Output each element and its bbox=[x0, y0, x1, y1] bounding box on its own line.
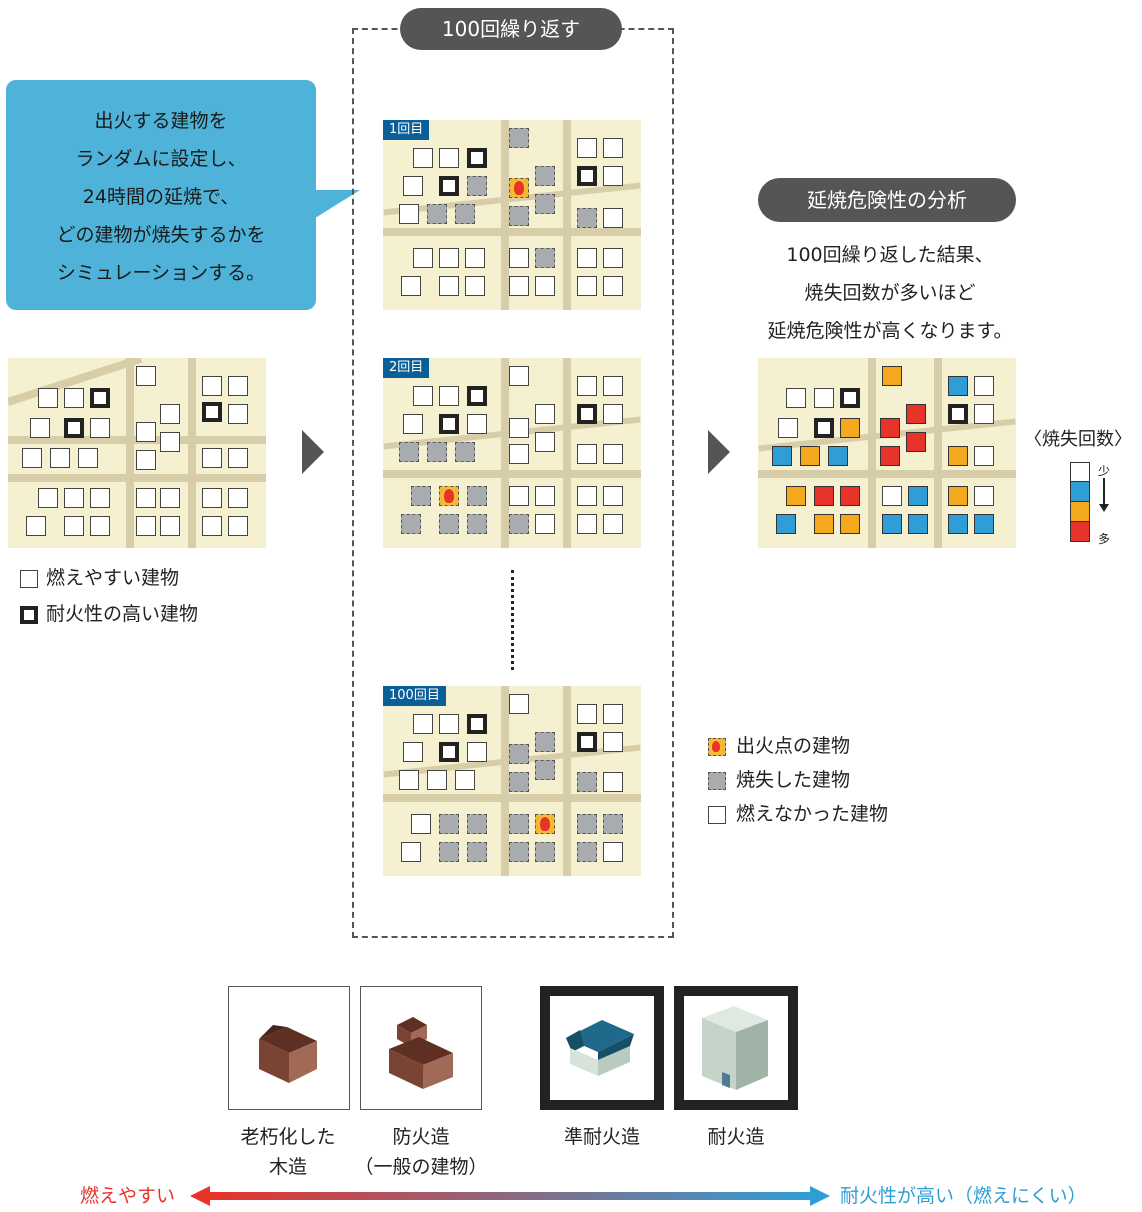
flammable-legend-label: 燃えやすい建物 bbox=[46, 567, 180, 589]
scale-right-label: 耐火性が高い（燃えにくい） bbox=[840, 1185, 1087, 1207]
arrow-right-icon bbox=[810, 1186, 830, 1206]
iteration-map-100: 100回目 bbox=[383, 686, 641, 876]
description-callout: 出火する建物を ランダムに設定し、 24時間の延焼で、 どの建物が焼失するかを … bbox=[6, 80, 316, 310]
building-label-old-wooden: 老朽化した 木造 bbox=[218, 1122, 358, 1182]
building-label-line: 木造 bbox=[268, 1156, 307, 1178]
building-panel-fireproof bbox=[674, 986, 798, 1110]
unburnt-legend-swatch bbox=[708, 806, 726, 824]
arrow-left-icon bbox=[190, 1186, 210, 1206]
analysis-line-2: 焼失回数が多いほど bbox=[804, 282, 976, 304]
result-map bbox=[758, 358, 1016, 548]
count-legend-low: 少 bbox=[1098, 464, 1111, 478]
continuation-dots bbox=[511, 570, 514, 670]
arrow-down-icon bbox=[1099, 504, 1109, 512]
fire-resistance-gradient-bar bbox=[208, 1192, 812, 1200]
building-label-fire-protection: 防火造 （一般の建物） bbox=[346, 1122, 496, 1182]
repeat-pill: 100回繰り返す bbox=[400, 8, 622, 50]
analysis-line-3: 延焼危険性が高くなります。 bbox=[767, 320, 1013, 342]
building-label-semi-fireproof: 準耐火造 bbox=[532, 1122, 672, 1152]
building-label-line: 準耐火造 bbox=[563, 1126, 640, 1148]
callout-line-5: シミュレーションする。 bbox=[56, 262, 266, 284]
unburnt-legend-label: 燃えなかった建物 bbox=[736, 803, 889, 825]
building-label-line: 防火造 bbox=[392, 1126, 450, 1148]
building-label-line: 耐火造 bbox=[707, 1126, 765, 1148]
scale-left-label: 燃えやすい bbox=[80, 1185, 176, 1207]
fireproof-legend-label: 耐火性の高い建物 bbox=[46, 603, 199, 625]
burnt-legend-label: 焼失した建物 bbox=[736, 769, 851, 791]
building-panel-fire-protection bbox=[360, 986, 482, 1110]
fire-protection-house-icon bbox=[389, 1017, 453, 1089]
old-wooden-house-icon bbox=[259, 1025, 317, 1083]
flame-icon bbox=[540, 817, 550, 831]
fireproof-building-icon bbox=[702, 1006, 768, 1090]
flammable-legend-swatch bbox=[20, 570, 38, 588]
iteration-map-2: 2回目 bbox=[383, 358, 641, 548]
callout-line-4: どの建物が焼失するかを bbox=[56, 224, 266, 246]
building-label-fireproof: 耐火造 bbox=[666, 1122, 806, 1152]
iteration-label: 1回目 bbox=[383, 120, 430, 140]
semi-fireproof-building-icon bbox=[566, 1020, 634, 1076]
arrow-right-icon bbox=[708, 430, 730, 474]
callout-line-1: 出火する建物を bbox=[94, 110, 228, 132]
count-legend-scale bbox=[1070, 462, 1090, 542]
count-legend-high: 多 bbox=[1098, 532, 1111, 546]
count-legend-arrow bbox=[1103, 478, 1105, 506]
flame-icon bbox=[514, 181, 524, 195]
count-legend-title: 〈焼失回数〉 bbox=[1024, 429, 1132, 450]
burnt-legend-swatch bbox=[708, 772, 726, 790]
flame-icon bbox=[712, 741, 720, 752]
callout-line-2: ランダムに設定し、 bbox=[75, 148, 247, 170]
callout-line-3: 24時間の延焼で、 bbox=[82, 186, 240, 208]
iteration-label: 2回目 bbox=[383, 358, 430, 378]
arrow-right-icon bbox=[302, 430, 324, 474]
flame-icon bbox=[444, 489, 454, 503]
building-label-line: （一般の建物） bbox=[354, 1156, 488, 1178]
building-label-line: 老朽化した bbox=[240, 1126, 336, 1148]
iteration-label: 100回目 bbox=[383, 686, 446, 706]
building-panel-old-wooden bbox=[228, 986, 350, 1110]
fireproof-legend-swatch bbox=[20, 606, 38, 624]
analysis-pill: 延焼危険性の分析 bbox=[758, 178, 1016, 222]
analysis-line-1: 100回繰り返した結果、 bbox=[786, 244, 994, 266]
analysis-text: 100回繰り返した結果、 焼失回数が多いほど 延焼危険性が高くなります。 bbox=[720, 236, 1060, 350]
ignition-legend-label: 出火点の建物 bbox=[736, 735, 851, 757]
iteration-map-1: 1回目 bbox=[383, 120, 641, 310]
building-panel-semi-fireproof bbox=[540, 986, 664, 1110]
initial-map bbox=[8, 358, 266, 548]
